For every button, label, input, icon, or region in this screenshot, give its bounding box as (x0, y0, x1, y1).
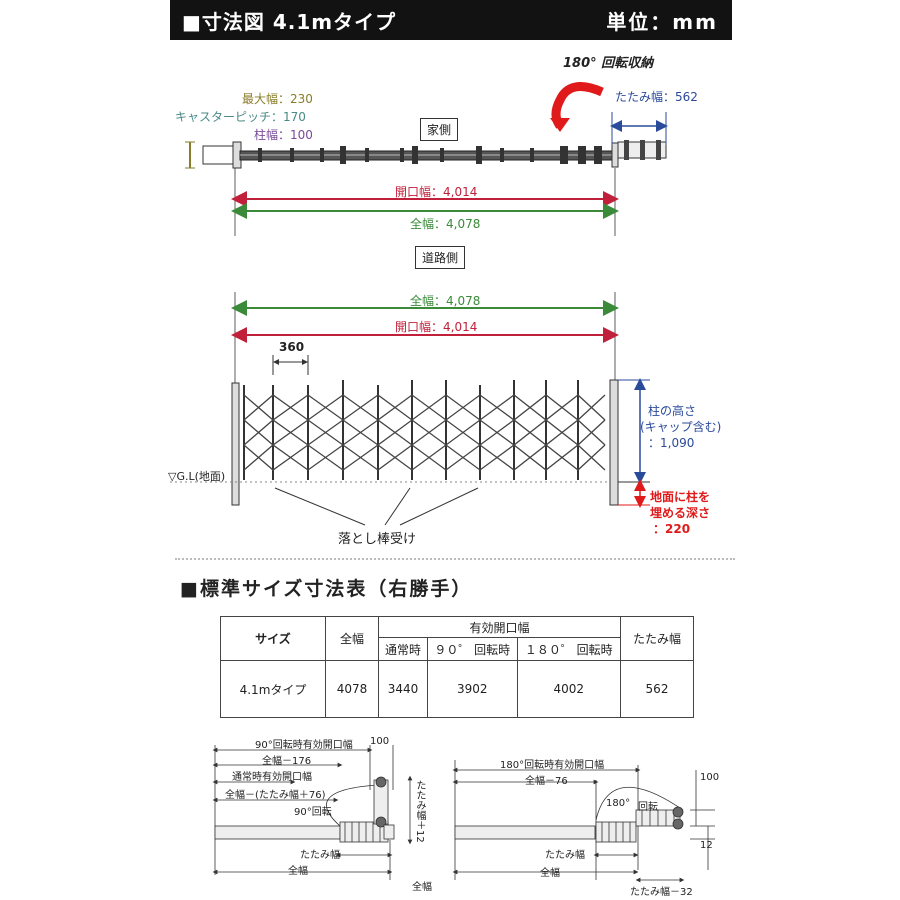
pole-height-1: 柱の高さ (648, 404, 697, 418)
pitch-label: 360 (279, 340, 305, 354)
cell-rot90: 3902 (427, 660, 518, 718)
br-total: 全幅 (540, 868, 560, 879)
total-width-front: 全幅：4,078 (410, 294, 481, 308)
br-180: 180° (606, 798, 631, 809)
cell-size: 4.1mタイプ (220, 660, 326, 718)
cell-rot180: 4002 (516, 660, 621, 718)
fold-width-label: たたみ幅：562 (615, 90, 698, 104)
unit-label: 単位：mm (606, 10, 718, 34)
bl-total: 全幅 (288, 866, 308, 877)
ground-level-label: ▽G.L(地面) (168, 470, 226, 483)
total-width-top: 全幅：4,078 (410, 217, 481, 231)
opening-width-top: 開口幅：4,014 (395, 185, 478, 199)
br-180-effective: 180°回転時有効開口幅 (500, 760, 605, 771)
header-size: サイズ (220, 616, 326, 661)
rotate-label: 180° 回転収納 (563, 56, 654, 71)
bl-100: 100 (370, 736, 390, 747)
bl-total-2: 全幅 (412, 882, 432, 893)
table-title: ■標準サイズ寸法表（右勝手） (180, 578, 473, 600)
bury-depth-2: 埋める深さ (650, 506, 711, 520)
road-side-label: 道路側 (415, 246, 466, 269)
house-side-label: 家側 (420, 118, 459, 141)
br-fold: たたみ幅 (545, 850, 585, 861)
bl-fold: たたみ幅 (300, 850, 340, 861)
header-rot90: ９０゜ 回転時 (427, 637, 518, 661)
table-row: 4.1mタイプ 4078 3440 3902 4002 562 (220, 660, 694, 718)
br-total-76: 全幅－76 (525, 776, 568, 787)
header-rot180: １８０゜ 回転時 (516, 637, 621, 661)
header-total: 全幅 (325, 616, 379, 661)
front-view (170, 292, 650, 526)
bl-normal-effective: 通常時有効開口幅 (232, 772, 312, 783)
size-table: サイズ 全幅 有効開口幅 たたみ幅 通常時 ９０゜ 回転時 １８０゜ 回転時 4… (220, 616, 694, 718)
rotation-180-diagram (452, 760, 715, 883)
pole-height-2: (キャップ含む) (640, 420, 722, 434)
bury-depth-1: 地面に柱を (650, 490, 711, 504)
br-rotate: 回転 (638, 802, 658, 813)
bl-total-176: 全幅－176 (262, 756, 312, 767)
cell-normal: 3440 (378, 660, 428, 718)
br-12: 12 (700, 840, 713, 851)
bl-90-effective: 90°回転時有効開口幅 (255, 740, 353, 751)
caster-pitch-label: キャスターピッチ：170 (175, 110, 306, 124)
pole-height-3: ：1,090 (648, 436, 695, 450)
cell-fold: 562 (620, 660, 694, 718)
header-fold: たたみ幅 (620, 616, 694, 661)
bury-depth-3: ：220 (653, 522, 691, 536)
pole-width-label: 柱幅：100 (254, 128, 313, 142)
title-bar: ■寸法図 4.1mタイプ 単位：mm (170, 0, 732, 40)
section-divider (175, 558, 735, 560)
bl-fold-plus-12: たたみ幅＋12 (414, 780, 425, 843)
max-width-label: 最大幅：230 (242, 92, 313, 106)
header-normal: 通常時 (378, 637, 428, 661)
opening-width-front: 開口幅：4,014 (395, 320, 478, 334)
rotation-90-diagram (212, 745, 413, 880)
cell-total: 4078 (325, 660, 379, 718)
top-view (185, 82, 668, 236)
br-fold-minus-32: たたみ幅－32 (630, 887, 693, 898)
drop-rod-label: 落とし棒受け (338, 532, 417, 547)
br-100: 100 (700, 772, 720, 783)
bl-total-minus-fold: 全幅－(たたみ幅＋76) (225, 790, 326, 801)
page-title: ■寸法図 4.1mタイプ (182, 10, 397, 34)
header-effective: 有効開口幅 (378, 616, 621, 638)
bl-90-rotate: 90°回転 (294, 807, 332, 818)
